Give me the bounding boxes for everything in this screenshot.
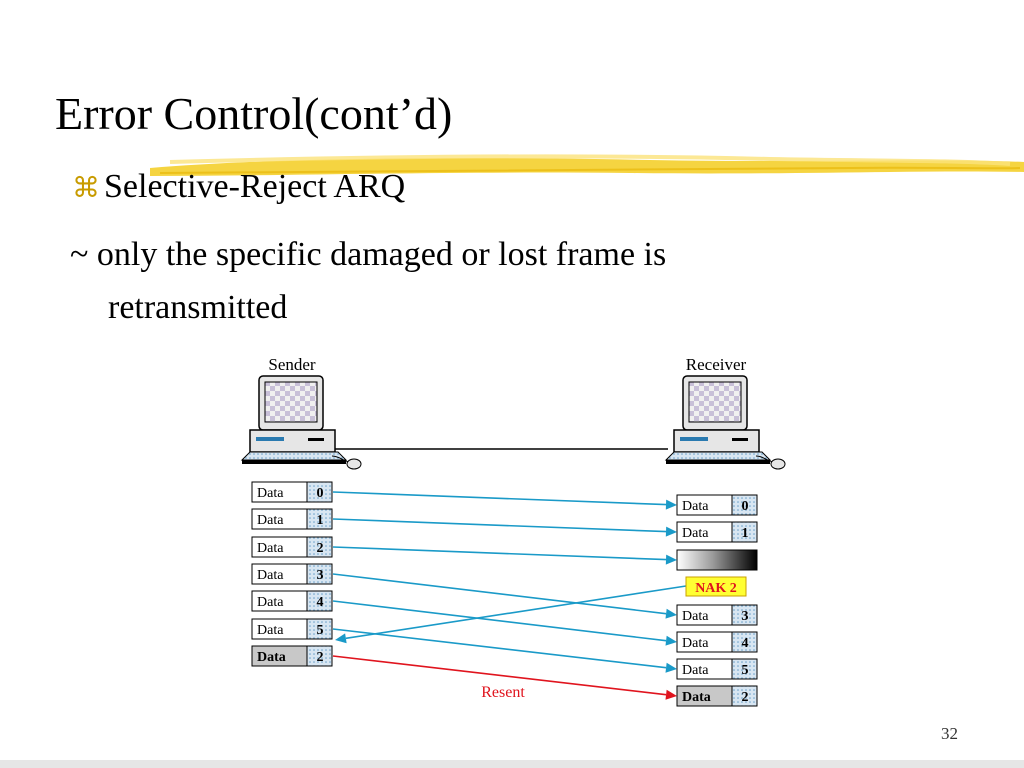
sender-frame: Data 3 xyxy=(251,563,333,585)
receiver-label: Receiver xyxy=(686,355,747,374)
frame-arrow xyxy=(332,573,677,619)
frame-arrow xyxy=(332,546,677,565)
frame-number: 5 xyxy=(742,663,749,678)
slide-title: Error Control(cont’d) xyxy=(55,88,453,139)
frame-arrow xyxy=(332,628,677,673)
sender-frame: Data 2 xyxy=(251,536,333,558)
frame-number: 1 xyxy=(317,513,324,528)
receiver-computer-icon xyxy=(664,375,786,470)
body-text-line-1: ~ only the specific damaged or lost fram… xyxy=(70,236,667,273)
receiver-frame: Data 5 xyxy=(676,658,758,680)
frame-data-label: Data xyxy=(257,568,284,583)
frame-data-label: Data xyxy=(257,541,284,556)
damaged-frame-block xyxy=(676,549,758,571)
resent-arrow xyxy=(332,655,677,700)
resent-label: Resent xyxy=(481,684,525,701)
receiver-frame: Data 0 xyxy=(676,494,758,516)
frame-number: 0 xyxy=(317,486,324,501)
frame-data-label: Data xyxy=(682,663,709,678)
frame-number: 5 xyxy=(317,623,324,638)
frame-arrow xyxy=(332,600,677,646)
nak-label: NAK 2 xyxy=(695,581,737,596)
frame-number: 3 xyxy=(317,568,324,583)
frame-data-label: Data xyxy=(257,595,284,610)
receiver-frame: Data 4 xyxy=(676,631,758,653)
receiver-frame: Data 3 xyxy=(676,604,758,626)
receiver-frame xyxy=(676,549,758,571)
nak-badge: NAK 2 xyxy=(685,576,747,597)
frame-number: 4 xyxy=(317,595,324,610)
page-number: 32 xyxy=(941,724,958,743)
frame-data-label: Data xyxy=(682,526,709,541)
frame-number: 0 xyxy=(742,499,749,514)
sender-frame: Data 4 xyxy=(251,590,333,612)
bullet-item: ⌘Selective-Reject ARQ xyxy=(72,166,405,209)
frame-number: 2 xyxy=(742,690,749,705)
command-bullet-icon: ⌘ xyxy=(72,171,100,204)
sender-computer-icon xyxy=(240,375,362,470)
frame-data-label: Data xyxy=(682,690,711,705)
sender-frame: Data 5 xyxy=(251,618,333,640)
receiver-frame: Data 2 xyxy=(676,685,758,707)
frame-data-label: Data xyxy=(257,650,286,665)
frame-data-label: Data xyxy=(682,636,709,651)
frame-number: 3 xyxy=(742,609,749,624)
frame-number: 2 xyxy=(317,650,324,665)
bullet-text: Selective-Reject ARQ xyxy=(104,168,406,205)
frame-data-label: Data xyxy=(257,486,284,501)
frame-data-label: Data xyxy=(682,609,709,624)
receiver-frame: Data 1 xyxy=(676,521,758,543)
sender-frame: Data 0 xyxy=(251,481,333,503)
frame-data-label: Data xyxy=(257,623,284,638)
frame-number: 4 xyxy=(742,636,749,651)
frame-number: 1 xyxy=(742,526,749,541)
sender-frame: Data 1 xyxy=(251,508,333,530)
sender-label: Sender xyxy=(268,355,316,374)
title-highlight-stroke xyxy=(150,154,1024,176)
transmission-arrows xyxy=(332,491,687,700)
frame-number: 2 xyxy=(317,541,324,556)
frame-arrow xyxy=(332,491,677,510)
frame-arrow xyxy=(332,518,677,537)
nak-arrow xyxy=(335,585,687,644)
frame-data-label: Data xyxy=(682,499,709,514)
frame-data-label: Data xyxy=(257,513,284,528)
footer-band xyxy=(0,760,1024,768)
sender-frame: Data 2 xyxy=(251,645,333,667)
body-text-line-2: retransmitted xyxy=(108,289,288,326)
